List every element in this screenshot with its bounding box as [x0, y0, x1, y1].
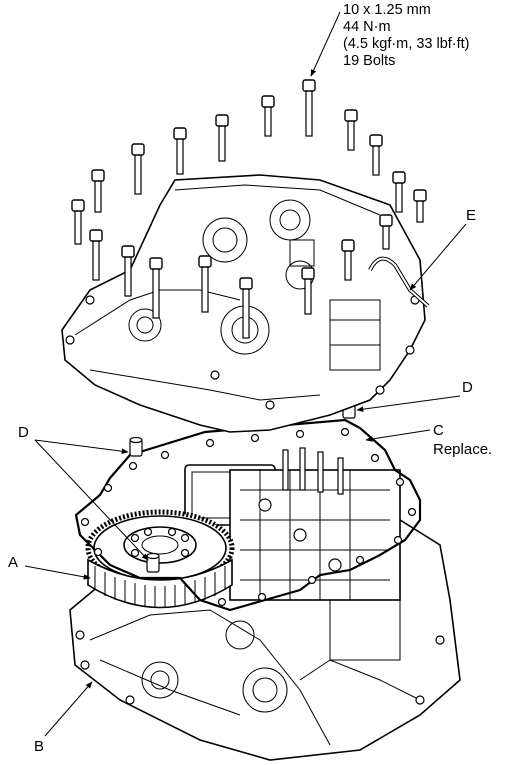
callout-d-left: D — [18, 424, 29, 441]
callout-e: E — [466, 207, 477, 224]
bolt — [198, 255, 212, 313]
bolt — [392, 171, 406, 213]
callout-c: C — [433, 422, 444, 439]
spec-leader — [310, 11, 341, 77]
dowel-pin-center — [146, 552, 160, 573]
spec-torque-nm: 44 N·m — [343, 19, 391, 35]
bolt — [215, 114, 229, 162]
bolt — [149, 257, 163, 319]
bolt — [344, 109, 358, 151]
spec-bolt-count: 19 Bolts — [343, 53, 396, 69]
bolt — [89, 229, 103, 281]
bolt — [239, 277, 253, 339]
bolt — [71, 199, 85, 245]
bolt — [369, 134, 383, 176]
bolt — [121, 245, 135, 297]
d-left-leader-2 — [34, 439, 149, 561]
dowel-pin-left — [129, 436, 143, 457]
breather-tube — [368, 256, 430, 308]
d-right-leader — [356, 395, 461, 412]
callout-a: A — [8, 554, 19, 571]
d-left-leader-1 — [34, 439, 129, 454]
callout-c-note: Replace. — [433, 441, 493, 458]
ring-gear — [85, 509, 235, 609]
bolt — [173, 127, 187, 175]
bolt — [413, 189, 427, 223]
a-leader — [24, 565, 91, 580]
mounting-bolts — [71, 79, 427, 339]
bolt — [302, 79, 316, 137]
bolt — [301, 267, 315, 315]
spec-size: 10 x 1.25 mm — [343, 2, 431, 18]
bolt — [131, 143, 145, 195]
bolt-specification: 10 x 1.25 mm 44 N·m (4.5 kgf·m, 33 lbf·f… — [343, 2, 470, 70]
bolt — [261, 95, 275, 137]
gasket-holes — [80, 427, 417, 607]
callout-d-right: D — [462, 379, 473, 396]
b-leader — [44, 681, 93, 737]
spec-torque-alt: (4.5 kgf·m, 33 lbf·ft) — [343, 36, 470, 52]
c-leader — [365, 429, 431, 442]
gasket — [74, 418, 422, 612]
bolt — [91, 169, 105, 213]
e-leader — [409, 223, 467, 291]
bolt — [379, 214, 393, 250]
callout-b: B — [34, 738, 45, 755]
bolt — [341, 239, 355, 281]
